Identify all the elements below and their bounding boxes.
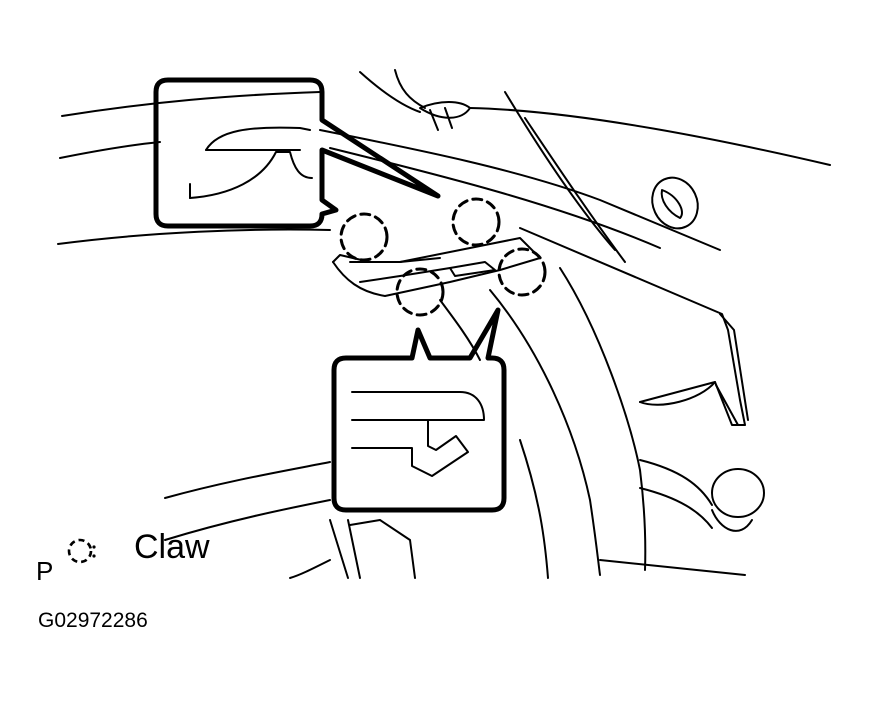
claw-markers xyxy=(339,197,547,317)
figure-id: G02972286 xyxy=(38,609,148,632)
vehicle-body-lines xyxy=(57,69,831,579)
claw-detail-upper xyxy=(153,77,441,229)
legend-claw-label: Claw xyxy=(134,528,210,566)
claw-marker xyxy=(395,267,445,317)
claw-legend-icon xyxy=(67,538,96,564)
claw-marker xyxy=(497,247,547,297)
claw-detail-lower xyxy=(331,307,507,513)
claw-marker xyxy=(339,212,389,262)
claw-marker xyxy=(451,197,501,247)
legend-prefix: P xyxy=(36,556,54,586)
